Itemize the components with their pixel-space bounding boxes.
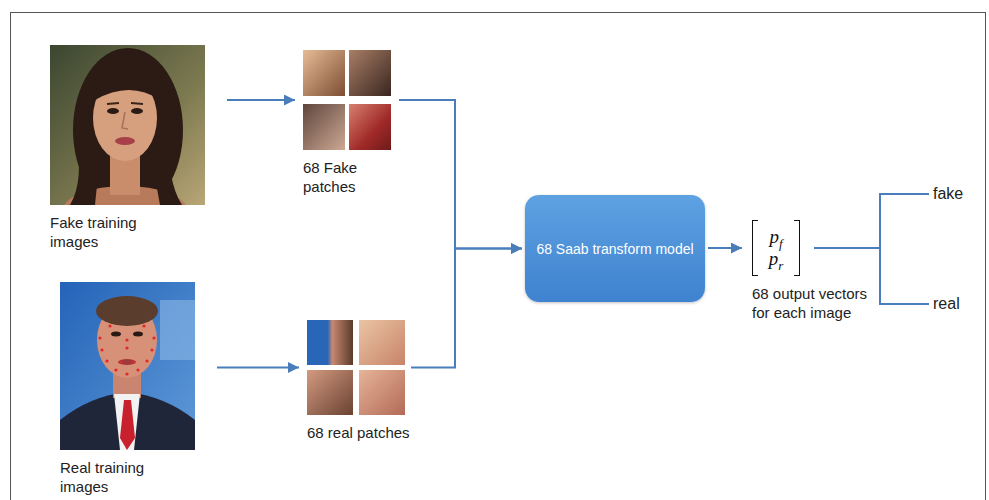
patch-group: 68 real patches <box>307 320 405 415</box>
output-label: real <box>933 294 960 314</box>
output-label: fake <box>933 184 963 204</box>
caption-text: Fake training images <box>50 213 165 251</box>
class-output: fake <box>933 184 963 204</box>
fake-face-photo <box>50 45 205 205</box>
training-image: Fake training images <box>50 45 205 205</box>
vector-bracket <box>752 220 758 276</box>
connector-arrow <box>814 194 929 248</box>
caption-text: 68 output vectors for each image <box>752 284 870 322</box>
patch-group: 68 Fake patches <box>303 50 393 150</box>
model-box: 68 Saab transform model <box>525 195 705 302</box>
class-output: real <box>933 294 960 314</box>
real-patch-tiles <box>307 320 405 415</box>
connector-arrow <box>227 99 295 101</box>
real-face-photo <box>60 282 195 450</box>
box-label: 68 Saab transform model <box>536 240 693 258</box>
connector-arrow <box>399 100 522 249</box>
caption-text: 68 Fake patches <box>303 158 373 196</box>
vector-bracket <box>794 220 800 276</box>
fake-patch-tiles <box>303 50 391 150</box>
connector-arrow <box>411 249 522 368</box>
output-vector: pfpr68 output vectors for each image <box>752 220 800 276</box>
vector-entry: pf <box>769 226 782 248</box>
training-image: Real training images <box>60 282 195 450</box>
connector-arrow <box>708 247 742 249</box>
figure-frame <box>11 13 986 500</box>
caption-text: 68 real patches <box>307 423 410 442</box>
caption-text: Real training images <box>60 458 175 496</box>
vector-entry: pr <box>769 248 784 270</box>
connector-arrow <box>217 367 299 369</box>
